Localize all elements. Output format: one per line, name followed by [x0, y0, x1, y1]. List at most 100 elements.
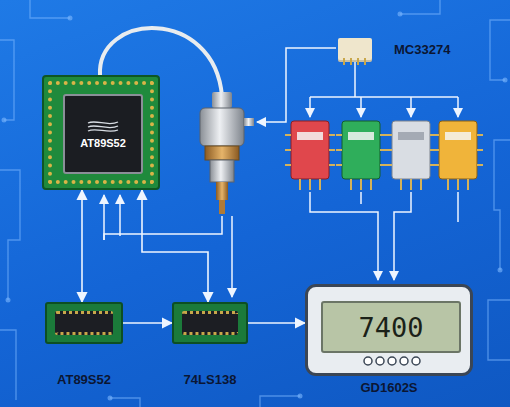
trace-pad — [68, 16, 73, 21]
decoder-chip: 74LS138 — [172, 302, 248, 387]
trace-pad — [6, 298, 11, 303]
bus-line — [354, 62, 356, 97]
trace-pad — [503, 78, 508, 83]
part-name: AT89S52 — [57, 372, 111, 387]
bus-line — [310, 62, 458, 117]
bus-line — [457, 97, 459, 117]
pressure-sensor — [200, 92, 254, 214]
display-button — [376, 357, 384, 365]
pressure-sensor — [216, 182, 228, 200]
display-button — [362, 355, 422, 367]
signal-line — [104, 216, 222, 240]
relay-module — [297, 132, 323, 140]
part-label: GD1602S — [360, 380, 417, 395]
relay-module — [445, 132, 471, 140]
relay-pin — [300, 179, 320, 190]
relay-pin — [433, 135, 483, 165]
chip-pin — [364, 58, 366, 65]
part-name: AT89S52 — [80, 137, 126, 149]
relay-module — [392, 121, 430, 179]
circuit-trace — [0, 40, 14, 120]
part-name: 7400 — [358, 312, 423, 343]
signal-line — [104, 195, 232, 297]
chip-board — [172, 302, 248, 344]
lcd-display: 7400GD1602S — [305, 284, 473, 395]
signal-line — [394, 192, 411, 280]
display-bezel: 7400 — [305, 284, 473, 376]
relay-pin — [285, 135, 335, 165]
relay-module — [342, 121, 380, 179]
ic-package — [55, 311, 113, 335]
relay-module — [439, 121, 477, 179]
chip-pin — [338, 58, 372, 88]
chip-logo — [86, 119, 120, 133]
relay-pin — [336, 135, 386, 165]
relay-pin — [386, 135, 436, 165]
signal-line — [119, 195, 121, 236]
bus-line — [410, 97, 412, 117]
opamp-package — [338, 38, 372, 60]
mcu-board: AT89S52 — [42, 75, 160, 190]
pressure-sensor — [212, 92, 232, 108]
signal-line — [310, 192, 378, 280]
circuit-trace — [0, 330, 16, 400]
display-screen: 7400 — [321, 301, 461, 353]
part-name: 74LS138 — [184, 372, 237, 387]
chip-logo — [88, 122, 118, 131]
display-button — [400, 357, 408, 365]
bus-line — [310, 96, 458, 98]
signal-line — [257, 48, 336, 122]
circuit-trace — [260, 396, 300, 407]
trace-pad — [108, 396, 113, 401]
display-button — [412, 357, 420, 365]
opamp-chip: MC33274 — [338, 36, 450, 62]
relay-module — [398, 132, 424, 140]
trace-pad — [498, 268, 503, 273]
relay-module — [291, 121, 477, 179]
pressure-sensor — [244, 118, 254, 126]
pressure-sensor — [200, 108, 244, 146]
signal-line — [360, 192, 362, 204]
pressure-sensor — [210, 160, 234, 182]
signal-connector — [142, 190, 208, 302]
circuit-trace — [30, 0, 70, 18]
display-button — [388, 357, 396, 365]
pressure-sensor — [219, 200, 225, 214]
part-name: MC33274 — [394, 42, 450, 57]
signal-line — [231, 216, 233, 297]
circuit-trace — [488, 300, 510, 360]
mcu-chip: AT89S52 — [63, 94, 143, 174]
relay-pin — [448, 179, 468, 190]
relay-module — [291, 121, 329, 179]
signal-connector — [81, 190, 83, 302]
trace-pad — [2, 118, 7, 123]
circuit-trace — [490, 20, 510, 80]
display-button — [364, 357, 372, 365]
chip-board — [45, 302, 123, 344]
circuit-trace — [110, 398, 140, 407]
pressure-sensor — [205, 146, 239, 160]
circuit-trace — [0, 170, 20, 300]
circuit-trace — [400, 0, 440, 14]
chip-pin — [357, 58, 359, 65]
trace-pad — [398, 12, 403, 17]
mcu-chip: AT89S52 — [45, 302, 123, 387]
signal-connector — [248, 322, 305, 324]
relay-pin — [285, 135, 483, 190]
signal-connector — [123, 322, 172, 324]
ic-package — [182, 311, 238, 335]
relay-module — [348, 132, 374, 140]
chip-pin — [343, 58, 345, 65]
relay-pin — [401, 179, 421, 190]
circuit-trace — [494, 140, 510, 270]
signal-line — [310, 192, 458, 280]
bus-line — [360, 97, 362, 117]
bus-line — [309, 97, 311, 117]
trace-pad — [298, 394, 303, 399]
chip-pin — [350, 58, 352, 65]
signal-line — [457, 192, 459, 222]
relay-pin — [351, 179, 371, 190]
trace-pad — [2, 12, 508, 401]
